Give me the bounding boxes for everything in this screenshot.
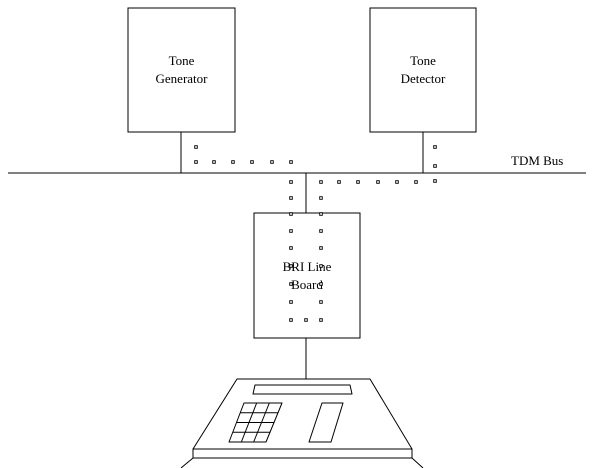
signal-dot bbox=[289, 160, 293, 164]
tdm-bus-label: TDM Bus bbox=[511, 153, 563, 168]
terminal-left-leg bbox=[180, 457, 194, 468]
tone-generator-label-line2: Generator bbox=[156, 71, 209, 86]
signal-dot bbox=[289, 246, 293, 250]
bri-line-board-label-line2: Board bbox=[291, 277, 323, 292]
signal-dot bbox=[319, 246, 323, 250]
tone-generator-box bbox=[127, 7, 236, 133]
signal-dot bbox=[433, 179, 437, 183]
signal-dot bbox=[319, 282, 323, 286]
signal-dot bbox=[231, 160, 235, 164]
signal-dot bbox=[319, 264, 323, 268]
tone-generator-label-line1: Tone bbox=[169, 53, 195, 68]
bri-line-board-label-line1: BRI Line bbox=[283, 259, 332, 274]
signal-dot bbox=[289, 282, 293, 286]
signal-dot bbox=[289, 196, 293, 200]
signal-dot bbox=[194, 160, 198, 164]
tone-detector-label-line1: Tone bbox=[410, 53, 436, 68]
signal-dot bbox=[337, 180, 341, 184]
signal-dot bbox=[319, 196, 323, 200]
tone-detector-label-line2: Detector bbox=[401, 71, 446, 86]
bri-line-board-block: BRI Line Board bbox=[253, 212, 361, 339]
signal-dot bbox=[194, 145, 198, 149]
signal-dot bbox=[289, 229, 293, 233]
signal-dot bbox=[319, 300, 323, 304]
terminal-side-panel bbox=[308, 402, 344, 443]
signal-dot bbox=[433, 164, 437, 168]
terminal-device-icon bbox=[180, 378, 424, 468]
signal-dot bbox=[289, 212, 293, 216]
signal-dot bbox=[414, 180, 418, 184]
signal-dot bbox=[319, 212, 323, 216]
signal-dot bbox=[319, 180, 323, 184]
signal-dot bbox=[212, 160, 216, 164]
signal-dot bbox=[319, 318, 323, 322]
signal-dot bbox=[270, 160, 274, 164]
terminal-right-leg bbox=[411, 457, 424, 468]
terminal-front-face bbox=[192, 448, 413, 459]
bri-line-board-box bbox=[253, 212, 361, 339]
tone-generator-block: Tone Generator bbox=[127, 7, 236, 133]
signal-dot bbox=[289, 300, 293, 304]
signal-dot bbox=[250, 160, 254, 164]
tone-detector-block: Tone Detector bbox=[369, 7, 477, 133]
signal-dot bbox=[289, 264, 293, 268]
terminal-keypad bbox=[228, 402, 283, 443]
signal-path-dots bbox=[194, 145, 437, 322]
signal-dot bbox=[376, 180, 380, 184]
signal-dot bbox=[289, 180, 293, 184]
signal-dot bbox=[395, 180, 399, 184]
signal-dot bbox=[433, 145, 437, 149]
signal-dot bbox=[356, 180, 360, 184]
terminal-display bbox=[252, 384, 353, 395]
signal-dot bbox=[319, 229, 323, 233]
signal-dot bbox=[304, 318, 308, 322]
tone-detector-box bbox=[369, 7, 477, 133]
signal-dot bbox=[289, 318, 293, 322]
